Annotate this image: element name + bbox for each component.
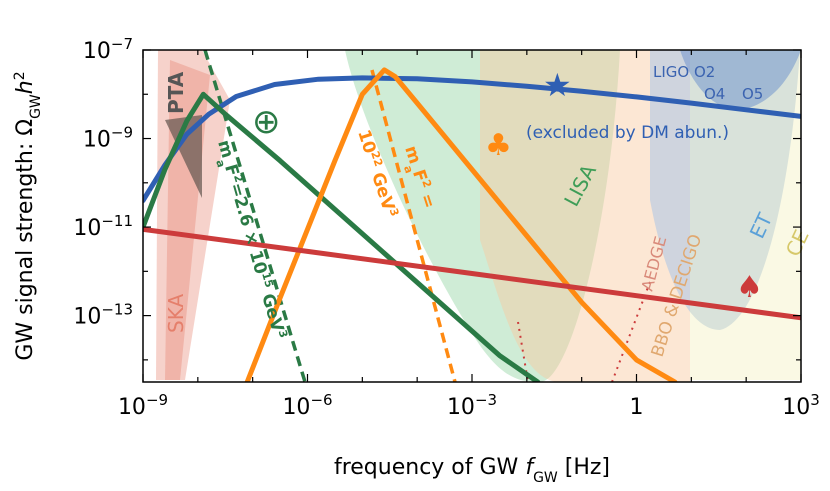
ligo-o2-label: LIGO O2 bbox=[653, 63, 715, 81]
pta-label: PTA bbox=[164, 71, 188, 114]
ligo-region bbox=[680, 50, 801, 110]
ligo-o5-label: O5 bbox=[742, 85, 763, 103]
lisa-region bbox=[345, 50, 620, 382]
orange-dashed-line bbox=[370, 69, 457, 382]
sensitivity-regions bbox=[156, 50, 801, 382]
x-tick-label: 10−3 bbox=[447, 391, 497, 420]
ligo-o4-label: O4 bbox=[704, 85, 725, 103]
x-axis-label: frequency of GW fGW [Hz] bbox=[334, 455, 610, 486]
bbo-decigo-region bbox=[480, 50, 690, 382]
series-line-orange bbox=[244, 67, 678, 382]
excluded-label: (excluded by DM abun.) bbox=[526, 123, 729, 143]
x-tick-label: 1 bbox=[630, 395, 644, 420]
x-tick-label: 10−9 bbox=[118, 391, 168, 420]
et-region bbox=[650, 50, 800, 330]
orange-curve-label-line1: maF2 = bbox=[396, 143, 441, 212]
oplus-symbol: ⊕ bbox=[252, 102, 281, 142]
series-line-blue bbox=[143, 75, 801, 203]
ska-label: SKA bbox=[164, 294, 188, 333]
pta-region bbox=[165, 115, 202, 198]
curve-annotations: ★ (excluded by DM abun.) ⊕ ♣ ♠ maF2=2.6 … bbox=[213, 66, 763, 339]
y-axis-label: GW signal strength: ΩGWh2 bbox=[12, 71, 44, 360]
series-layer bbox=[143, 67, 801, 382]
star-symbol: ★ bbox=[543, 66, 572, 104]
y-tick-label: 10−11 bbox=[73, 212, 133, 241]
club-symbol: ♣ bbox=[485, 128, 512, 163]
y-tick-label: 10−7 bbox=[83, 35, 133, 64]
spade-symbol: ♠ bbox=[736, 270, 763, 305]
tick-layer: 10−9 10−6 10−3 1 103 10−7 10−9 10−11 10−13 bbox=[73, 35, 819, 420]
series-line-red bbox=[143, 226, 801, 321]
series-line-green bbox=[143, 91, 541, 382]
x-tick-label: 10−6 bbox=[282, 391, 332, 420]
ce-region bbox=[690, 50, 801, 380]
x-tick-label: 103 bbox=[782, 391, 820, 420]
y-tick-label: 10−9 bbox=[83, 124, 133, 153]
y-tick-label: 10−13 bbox=[73, 301, 133, 330]
